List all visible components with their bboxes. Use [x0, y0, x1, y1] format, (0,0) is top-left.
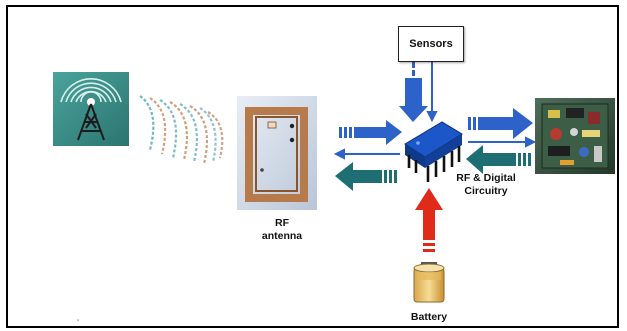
battery-icon: [413, 262, 445, 303]
battery-to-chip-arrow: [415, 188, 443, 252]
corner-mark: ": [77, 320, 79, 326]
radio-tower-icon: [53, 72, 129, 146]
antenna-to-chip-arrow: [339, 120, 402, 145]
chip-board-thin-arrows: [468, 136, 537, 148]
sensors-arrow: [399, 62, 428, 122]
rf-digital-label-line1: RF & Digital: [456, 172, 516, 184]
chip-to-antenna-thin-arrow: [333, 148, 400, 160]
radio-waves-icon: [139, 95, 224, 165]
sensors-thin-arrow: [426, 62, 438, 123]
chip-to-board-arrow: [468, 108, 533, 139]
circuit-board-icon: [535, 98, 615, 174]
rf-digital-label-line2: Circuitry: [464, 185, 508, 197]
rf-antenna-coil-icon: [237, 96, 317, 210]
sensors-box: Sensors: [398, 26, 464, 62]
rf-antenna-label-line2: antenna: [261, 230, 303, 242]
microchip-icon: [404, 121, 463, 182]
chip-to-antenna-arrow: [335, 162, 397, 191]
board-to-chip-arrow: [466, 145, 531, 174]
battery-label: Battery: [410, 311, 448, 323]
rf-antenna-label-line1: RF: [275, 217, 289, 229]
